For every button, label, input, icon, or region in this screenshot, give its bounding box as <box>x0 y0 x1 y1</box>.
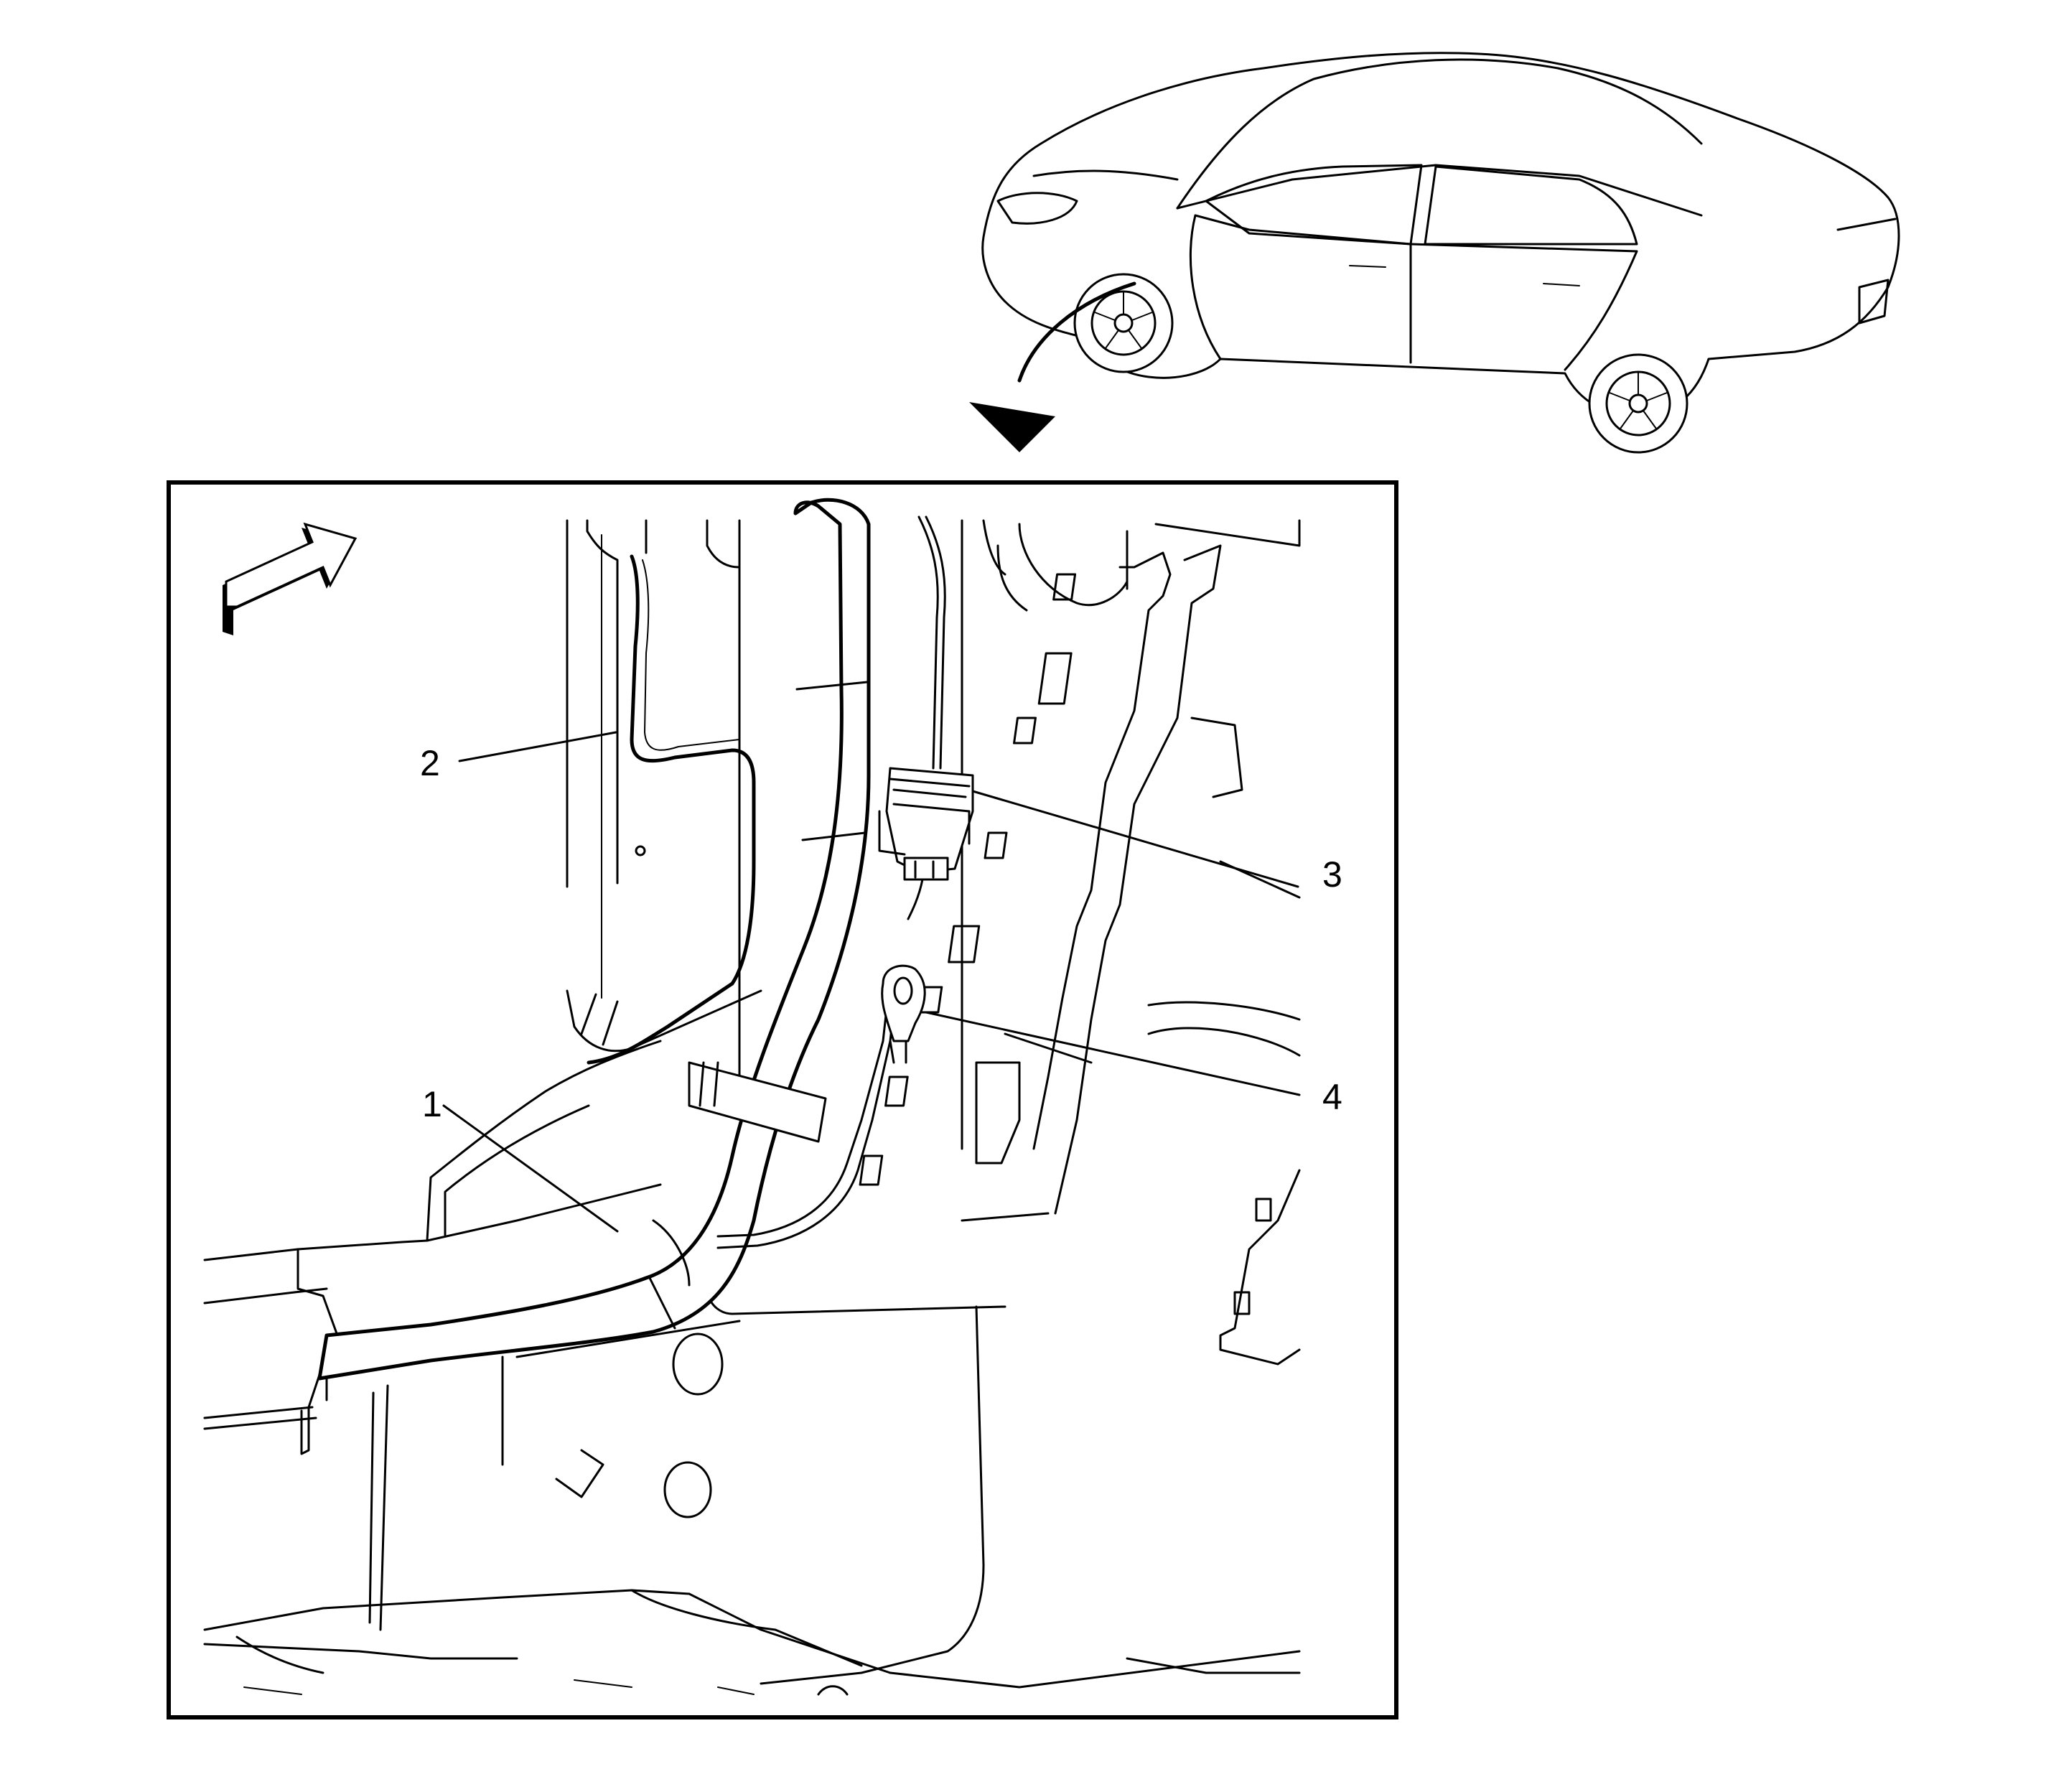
vehicle-overview-icon <box>981 52 1900 454</box>
callout-label-1: 1 <box>422 1084 442 1124</box>
electrical-connector-3 <box>878 767 974 920</box>
forward-direction-arrow-icon <box>223 522 358 635</box>
callout-label-4: 4 <box>1322 1077 1342 1117</box>
view-direction-arrow-icon <box>969 281 1136 452</box>
ground-terminal-4 <box>881 964 926 1064</box>
wiring-harness-1 <box>317 498 871 1381</box>
wiring-harness-2 <box>566 515 946 1249</box>
callout-label-3: 3 <box>1322 854 1342 895</box>
callout-label-2: 2 <box>420 743 440 783</box>
detail-frame <box>167 480 1398 1719</box>
callout-leaders <box>442 731 1301 1233</box>
body-structure <box>203 519 1301 1696</box>
